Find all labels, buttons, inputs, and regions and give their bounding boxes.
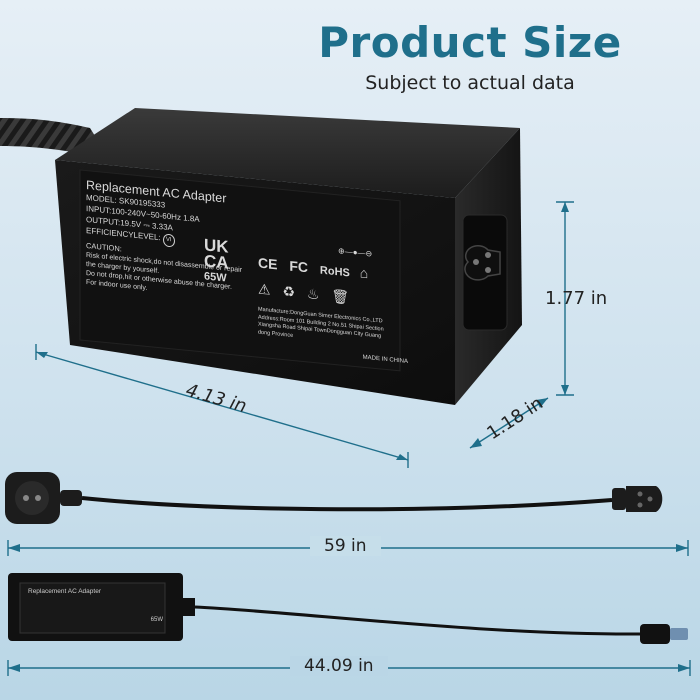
house-icon: ⌂ bbox=[359, 264, 369, 282]
adapter-label bbox=[79, 169, 401, 372]
efficiency-mark: VI bbox=[162, 233, 175, 248]
power-cord bbox=[81, 496, 613, 512]
adapter-top-face bbox=[55, 108, 520, 198]
dc-cable bbox=[194, 605, 641, 636]
ukca-mark: UK CA 65W bbox=[204, 235, 229, 285]
page-title: Product Size bbox=[318, 18, 622, 67]
dc-cable-length-label: 44.09 in bbox=[290, 656, 388, 676]
ce-icon: CE bbox=[258, 254, 278, 273]
length-dimension-line bbox=[35, 351, 409, 461]
cord-length-label: 59 in bbox=[310, 536, 381, 556]
width-dimension-line bbox=[469, 397, 549, 449]
warning-icon: ⚠ bbox=[258, 280, 271, 298]
c5-connector bbox=[612, 486, 663, 512]
adapter-label-text: Replacement AC Adapter MODEL: SK90195333… bbox=[86, 178, 408, 379]
height-label: 1.77 in bbox=[545, 288, 608, 309]
mini-label-wattage: 65W bbox=[150, 617, 163, 623]
page-subtitle: Subject to actual data bbox=[365, 72, 575, 94]
eu-plug bbox=[5, 472, 82, 524]
bin-icon: 🗑 bbox=[331, 287, 350, 306]
fc-icon: FC bbox=[289, 257, 309, 276]
mini-adapter bbox=[8, 573, 195, 641]
dc-barrel-plug bbox=[640, 624, 688, 644]
recycle-icon: ♻ bbox=[282, 282, 296, 301]
label-wattage: 65W bbox=[204, 270, 227, 285]
heat-icon: ♨ bbox=[306, 285, 320, 303]
mini-label-heading: Replacement AC Adapter bbox=[28, 588, 101, 595]
mini-label-text: Replacement AC Adapter 65W bbox=[28, 588, 163, 623]
